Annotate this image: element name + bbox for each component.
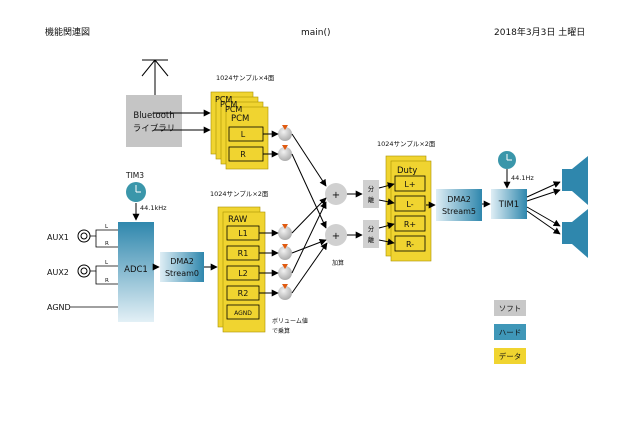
legend: ソフト ハード データ: [494, 300, 526, 364]
aux2-l-label: L: [105, 260, 109, 266]
aux1-r-label: R: [105, 241, 109, 247]
tim1-block: [491, 189, 527, 219]
aux1-jack-icon: [77, 229, 91, 243]
raw-r1-label: R1: [238, 249, 249, 258]
legend-label-hard: ハード: [499, 328, 522, 337]
adder-top-symbol: +: [332, 190, 340, 201]
adc1-block: [118, 222, 154, 322]
raw-l1-label: L1: [238, 229, 248, 238]
bluetooth-library-block: [126, 95, 182, 147]
dma-stream5-sublabel: Stream5: [442, 207, 476, 216]
volume-knobs: [278, 125, 292, 300]
legend-swatch-hard: [494, 324, 526, 340]
pcm-caption: 1024サンプル×4面: [216, 74, 275, 82]
aux2-jack-icon: [77, 264, 91, 278]
volume-knob-icon: [278, 125, 292, 141]
legend-label-soft: ソフト: [499, 304, 522, 313]
raw-caption: 1024サンプル×2面: [210, 190, 269, 198]
volume-label: ボリューム値: [272, 317, 308, 325]
duty-rminus-label: R-: [406, 240, 414, 249]
splitter-bottom-char-2: 離: [368, 235, 375, 244]
pcm-layer-label-2: PCM: [220, 100, 237, 109]
input-wires: [70, 229, 118, 308]
header-center: main(): [301, 28, 331, 38]
pcm-l-cell: [228, 126, 264, 142]
pcm-layer-label-3: PCM: [225, 105, 242, 114]
tim1-freq: 44.1Hz: [511, 174, 534, 182]
pcm-title: PCM: [231, 114, 249, 124]
duty-lplus-cell: [394, 175, 426, 192]
pcm-l-label: L: [241, 130, 246, 139]
duty-lminus-label: L-: [406, 200, 413, 209]
legend-label-data: データ: [499, 351, 522, 361]
tim1-clock-icon: [498, 151, 516, 169]
bluetooth-label: Bluetooth: [133, 111, 174, 121]
agnd-input-label: AGND: [47, 303, 71, 312]
dma-stream0-sublabel: Stream0: [165, 269, 199, 278]
duty-caption: 1024サンプル×2面: [377, 140, 436, 148]
volume-knob-icon: [278, 284, 292, 300]
adder-bottom: [325, 224, 347, 246]
duty-rminus-cell: [394, 235, 426, 252]
dma-stream5-block: [436, 189, 482, 221]
aux1-label: AUX1: [47, 233, 69, 242]
splitter-bottom-char-1: 分: [368, 224, 375, 233]
raw-r2-label: R2: [238, 289, 249, 298]
duty-rplus-label: R+: [404, 220, 416, 229]
add-label: 加算: [332, 259, 344, 267]
bluetooth-sublabel: ライブラリ: [133, 123, 176, 134]
speaker-top-icon: [562, 156, 588, 205]
tim3-clock-icon: [126, 182, 146, 202]
legend-swatch-soft: [494, 300, 526, 316]
raw-agnd-label: AGND: [234, 310, 252, 317]
volume-knob-icon: [278, 145, 292, 161]
dma-stream5-label: DMA2: [447, 195, 471, 204]
dma-stream0-label: DMA2: [170, 257, 194, 266]
antenna-icon: [141, 59, 169, 95]
splitter-top-char-1: 分: [368, 184, 375, 193]
splitter-top: [363, 180, 379, 208]
volume-sublabel: で乗算: [272, 327, 290, 335]
raw-l2-label: L2: [238, 269, 248, 278]
adder-bottom-symbol: +: [332, 231, 340, 242]
dma-stream0-block: [160, 252, 204, 282]
raw-title: RAW: [228, 215, 248, 225]
duty-lplus-label: L+: [404, 180, 415, 189]
aux1-l-label: L: [105, 224, 109, 230]
volume-knob-icon: [278, 244, 292, 260]
signal-arrows: [132, 109, 561, 297]
tim3-freq: 44.1kHz: [140, 204, 167, 212]
header-left: 機能関連図: [45, 26, 90, 38]
raw-agnd-cell: [226, 304, 260, 320]
tim3-label: TIM3: [125, 171, 144, 180]
splitter-bottom: [363, 220, 379, 248]
tim1-label: TIM1: [498, 200, 519, 210]
splitter-top-char-2: 離: [368, 195, 375, 204]
duty-title: Duty: [397, 166, 417, 176]
speaker-bottom-icon: [562, 209, 588, 258]
aux2-label: AUX2: [47, 268, 69, 277]
volume-knob-icon: [278, 224, 292, 240]
legend-swatch-data: [494, 348, 526, 364]
adc1-label: ADC1: [124, 265, 148, 275]
pcm-r-cell: [228, 146, 264, 162]
header-right: 2018年3月3日 土曜日: [494, 26, 585, 38]
duty-rplus-cell: [394, 215, 426, 232]
volume-knob-icon: [278, 264, 292, 280]
duty-lminus-cell: [394, 195, 426, 212]
pcm-layer-label-1: PCM: [215, 95, 232, 104]
adder-top: [325, 183, 347, 205]
pcm-r-label: R: [240, 150, 246, 159]
aux2-r-label: R: [105, 278, 109, 284]
